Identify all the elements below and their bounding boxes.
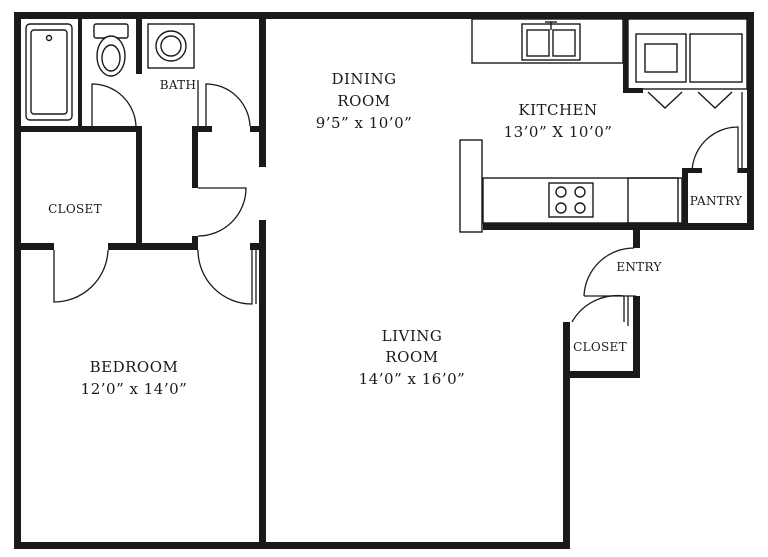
bath-label: BATH	[160, 78, 197, 92]
bathtub-icon	[25, 23, 73, 121]
wall-bedroom-top	[108, 243, 198, 250]
wall-top	[14, 12, 754, 19]
wall-center-upper	[259, 12, 266, 167]
wall-hall-stub	[192, 236, 198, 250]
wall-right	[747, 12, 754, 230]
bedroom-closet-door	[53, 249, 109, 303]
wall-pantry-left	[682, 168, 688, 230]
wall-hall-top-left	[192, 126, 212, 132]
wall-hall-top-right	[250, 126, 266, 132]
wall-bath-bottom	[14, 126, 138, 132]
bedroom-dims: 12’0” x 14’0”	[81, 380, 188, 398]
wall-kitchen-right-upper	[623, 12, 628, 92]
wall-hall-left	[136, 126, 142, 246]
entry-closet-label: CLOSET	[573, 340, 627, 354]
wall-bath-right	[136, 12, 142, 74]
kitchen-counter-upper	[471, 18, 624, 64]
pantry-door	[691, 126, 739, 174]
wall-living-right	[563, 322, 570, 549]
wall-kitchen-bottom	[483, 223, 754, 230]
appliance-icon	[627, 18, 748, 109]
wall-hall-right	[192, 126, 198, 188]
wall-closet-bottom	[563, 371, 640, 378]
bedroom-closet-label: CLOSET	[48, 202, 102, 216]
wall-pantry-top-right	[738, 168, 754, 173]
dining-room-label-1: DINING	[331, 70, 396, 88]
doors	[53, 80, 743, 326]
sink-icon	[521, 21, 581, 61]
living-room-dims: 14’0” x 16’0”	[359, 370, 466, 388]
bedroom-label: BEDROOM	[90, 358, 179, 376]
room-labels: DINING ROOM 9’5” x 10’0” KITCHEN 13’0” X…	[48, 70, 743, 398]
dining-room-dims: 9’5” x 10’0”	[316, 114, 413, 132]
wall-entry-upper	[633, 223, 640, 248]
wall-left	[14, 12, 21, 549]
pantry-label: PANTRY	[690, 194, 743, 208]
walls	[14, 12, 754, 549]
entry-label: ENTRY	[616, 260, 662, 274]
washer-icon	[147, 23, 195, 69]
entry-door	[583, 247, 635, 297]
dishwasher-icon	[627, 177, 679, 224]
fixtures	[25, 18, 748, 233]
bath-door	[91, 83, 137, 127]
kitchen-label: KITCHEN	[518, 101, 597, 119]
wall-entry-lower	[633, 296, 640, 378]
hall-door	[197, 187, 247, 237]
kitchen-island	[459, 139, 483, 233]
kitchen-counter-lower	[482, 177, 683, 224]
wall-closet-bottom-left	[14, 243, 54, 250]
wall-tub-divider	[78, 19, 82, 126]
wall-bottom	[14, 542, 570, 549]
entry-closet-door	[571, 294, 625, 323]
wall-center-lower	[259, 220, 266, 549]
wall-bedroom-top-right	[250, 243, 266, 250]
wall-kitchen-stub	[623, 88, 643, 93]
bath-right-door	[205, 83, 251, 127]
toilet-icon	[93, 23, 129, 77]
bedroom-door	[197, 249, 253, 305]
stove-icon	[548, 182, 594, 218]
kitchen-dims: 13’0” X 10’0”	[504, 123, 613, 141]
living-room-label-1: LIVING	[382, 327, 443, 345]
living-room-label-2: ROOM	[385, 348, 438, 366]
dining-room-label-2: ROOM	[337, 92, 390, 110]
